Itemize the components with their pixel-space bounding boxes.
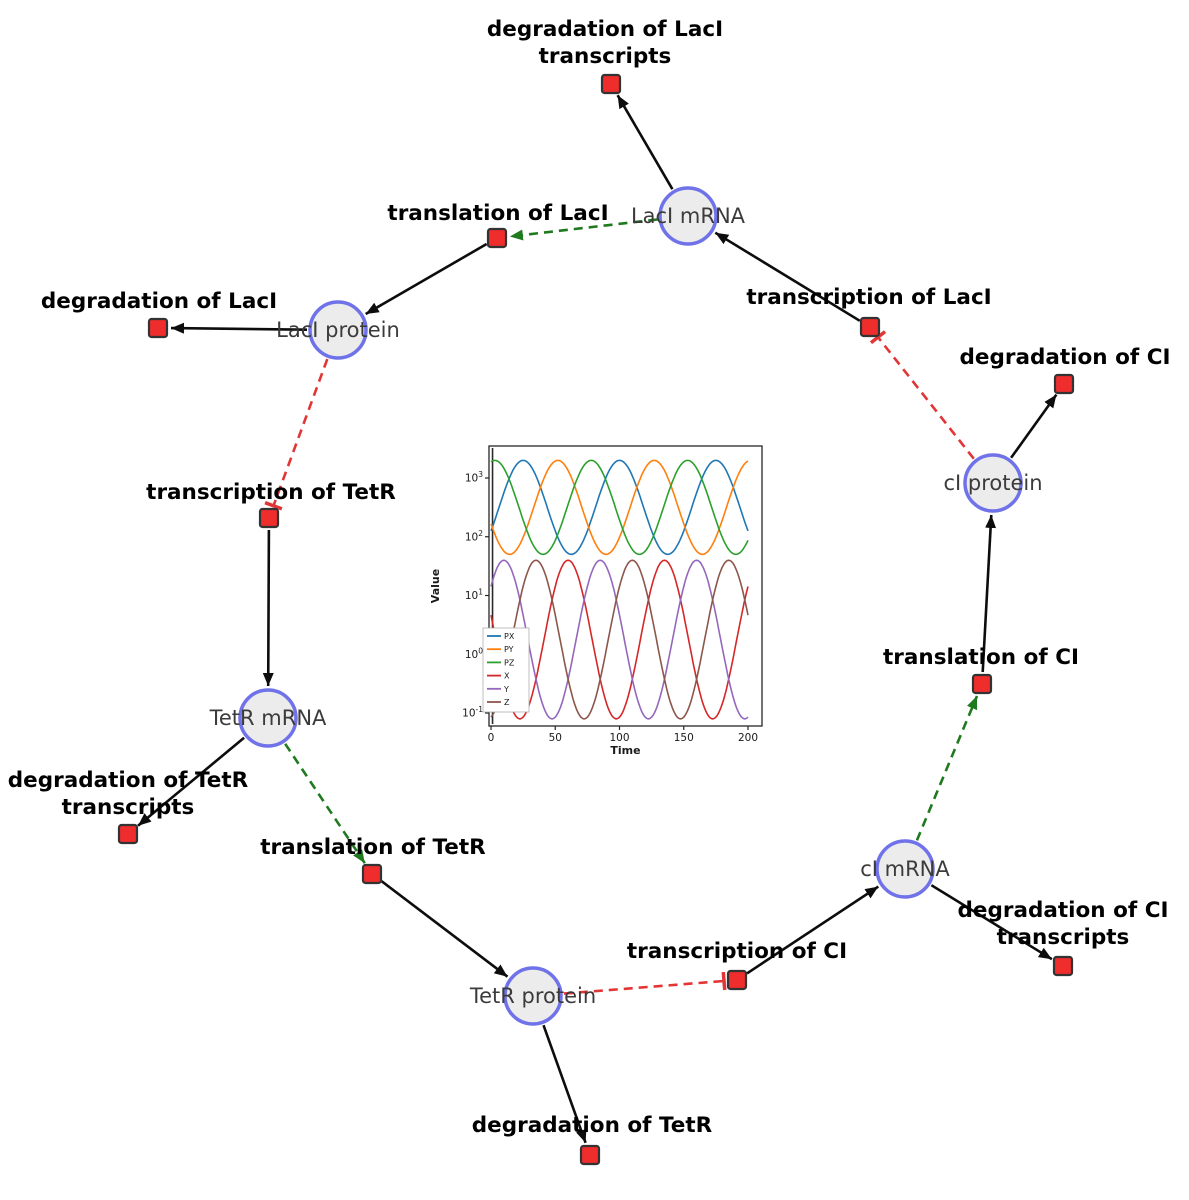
species-node-ci-protein[interactable] — [963, 453, 1023, 513]
species-label-tetr-mrna: TetR mRNA — [209, 706, 327, 730]
legend-label-X: X — [504, 672, 510, 681]
production-edge-transcription-tetr-to-tetr-mrna — [262, 529, 274, 687]
reaction-label-deg-ci: degradation of CI — [960, 345, 1171, 370]
legend-box — [482, 627, 530, 713]
x-tick-label: 50 — [549, 732, 562, 744]
reaction-node-deg-ci-tx[interactable] — [1052, 955, 1074, 977]
consumption-edge-tetr-mrna-to-deg-tetr-tx — [137, 736, 245, 827]
y-axis-label: Value — [429, 569, 442, 603]
y-tick-label: 102 — [465, 529, 483, 544]
edge-layer — [137, 94, 1058, 1144]
reaction-node-deg-laci-tx[interactable] — [600, 73, 622, 95]
x-tick-label: 0 — [488, 732, 495, 744]
species-label-ci-protein: cI protein — [943, 471, 1042, 495]
series-line-PY — [490, 459, 749, 556]
species-node-tetr-protein[interactable] — [503, 966, 563, 1026]
legend: PX PY PZ XYZ — [482, 627, 530, 713]
reaction-label-transcription-laci: transcription of LacI — [746, 285, 991, 310]
reaction-node-deg-laci[interactable] — [147, 317, 169, 339]
reaction-node-transcription-tetr[interactable] — [258, 507, 280, 529]
reaction-node-transcription-ci[interactable] — [726, 969, 748, 991]
consumption-edge-ci-mrna-to-deg-ci-tx — [930, 884, 1053, 961]
catalysis-edge-laci-mrna-to-translation-laci — [509, 218, 658, 241]
reaction-node-deg-ci[interactable] — [1053, 373, 1075, 395]
y-tick-label: 100 — [465, 646, 483, 661]
production-edge-translation-tetr-to-tetr-protein — [380, 880, 509, 978]
species-node-laci-mrna[interactable] — [658, 186, 718, 246]
series-line-PX — [490, 459, 749, 556]
series-line-Y — [490, 559, 749, 720]
legend-label-PY: PY — [504, 645, 514, 654]
species-node-laci-protein[interactable] — [308, 300, 368, 360]
consumption-edge-ci-protein-to-deg-ci — [1010, 393, 1058, 459]
y-tick-label: 101 — [465, 588, 483, 603]
reaction-label-transcription-tetr: transcription of TetR — [146, 480, 396, 505]
legend-label-PX: PX — [504, 632, 515, 641]
reaction-label-translation-ci: translation of CI — [883, 645, 1079, 670]
x-tick-label: 100 — [609, 732, 629, 744]
production-edge-transcription-ci-to-ci-mrna — [746, 885, 880, 975]
reaction-node-transcription-laci[interactable] — [859, 316, 881, 338]
species-node-ci-mrna[interactable] — [875, 839, 935, 899]
inhibition-edge-laci-protein-to-transcription-tetr — [264, 358, 329, 511]
reaction-label-translation-tetr: translation of TetR — [260, 835, 486, 860]
reaction-node-translation-ci[interactable] — [971, 673, 993, 695]
reaction-label-translation-laci: translation of LacI — [387, 201, 608, 226]
species-node-tetr-mrna[interactable] — [238, 688, 298, 748]
species-label-ci-mrna: cI mRNA — [860, 857, 950, 881]
catalysis-edge-ci-mrna-to-translation-ci — [915, 695, 979, 841]
consumption-edge-laci-mrna-to-deg-laci-tx — [616, 94, 674, 190]
species-label-laci-mrna: LacI mRNA — [631, 204, 746, 228]
catalysis-edge-tetr-mrna-to-translation-tetr — [284, 743, 366, 864]
reaction-node-deg-tetr[interactable] — [579, 1144, 601, 1166]
y-tick-label: 10-1 — [462, 705, 483, 720]
axes-frame — [488, 445, 763, 727]
species-label-tetr-protein: TetR protein — [469, 984, 596, 1008]
production-edge-translation-ci-to-ci-protein — [981, 514, 997, 673]
legend-label-Y: Y — [503, 685, 509, 694]
consumption-edge-laci-protein-to-deg-laci — [170, 322, 308, 334]
x-tick-label: 200 — [738, 732, 758, 744]
x-axis-label: Time — [610, 744, 640, 757]
inhibition-edge-ci-protein-to-transcription-laci — [869, 330, 975, 460]
series-line-X — [490, 559, 749, 720]
reaction-node-deg-tetr-tx[interactable] — [117, 823, 139, 845]
reaction-label-deg-tetr: degradation of TetR — [472, 1113, 713, 1138]
series-line-PZ — [490, 459, 749, 556]
production-edge-translation-laci-to-laci-protein — [365, 242, 488, 316]
reaction-node-translation-laci[interactable] — [486, 227, 508, 249]
x-tick-label: 150 — [674, 732, 694, 744]
inhibition-edge-tetr-protein-to-transcription-ci — [563, 971, 727, 995]
production-edge-transcription-laci-to-laci-mrna — [714, 231, 861, 322]
y-tick-label: 103 — [465, 470, 483, 485]
series-line-Z — [490, 559, 749, 720]
species-label-laci-protein: LacI protein — [276, 318, 400, 342]
reaction-label-deg-laci: degradation of LacI — [41, 289, 277, 314]
reaction-node-translation-tetr[interactable] — [361, 863, 383, 885]
reaction-label-transcription-ci: transcription of CI — [627, 939, 847, 964]
consumption-edge-tetr-protein-to-deg-tetr — [542, 1024, 587, 1144]
legend-label-PZ: PZ — [504, 658, 515, 667]
legend-label-Z: Z — [504, 698, 510, 707]
